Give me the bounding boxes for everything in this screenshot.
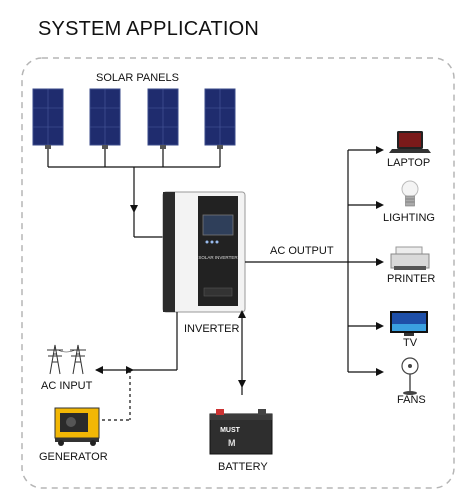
battery-label: BATTERY [218,461,268,473]
dashed-frame [21,57,455,489]
generator-device [54,407,100,446]
fans-label: FANS [397,394,426,406]
inverter-device: SOLAR INVERTER [162,191,246,313]
ac-input-pylons [47,344,86,375]
battery-code-text: M [228,438,236,448]
battery-device: MUST M [209,409,273,455]
solar-panel-1 [32,88,64,149]
laptop-device [389,131,431,153]
lighting-bulb [401,180,419,207]
page-title: SYSTEM APPLICATION [38,18,260,40]
generator-label: GENERATOR [39,451,108,463]
ac-output-label: AC OUTPUT [270,245,334,257]
output-arrows [376,146,384,376]
arrow-down-battery [238,380,246,388]
arrow-left-acinput [95,366,103,374]
solar-panel-3 [147,88,179,149]
inverter-label: INVERTER [184,323,240,335]
ac-input-label: AC INPUT [41,380,93,392]
solar-panels-label: SOLAR PANELS [96,72,179,84]
lighting-label: LIGHTING [383,212,435,224]
generator-wiring [102,370,131,421]
printer-device [390,246,430,270]
laptop-label: LAPTOP [387,157,431,169]
battery-brand-text: MUST [220,427,241,434]
printer-label: PRINTER [387,273,436,285]
tv-device [390,311,428,336]
arrow-up-battery [238,310,246,318]
fan-device [401,357,419,395]
solar-panel-2 [89,88,121,149]
arrow-down-panels [130,205,138,213]
tv-label: TV [403,337,418,349]
panel-wiring [47,149,221,238]
output-wiring [245,149,382,373]
solar-panels [32,88,236,149]
inverter-brand-text: SOLAR INVERTER [198,255,238,260]
solar-panel-4 [204,88,236,149]
